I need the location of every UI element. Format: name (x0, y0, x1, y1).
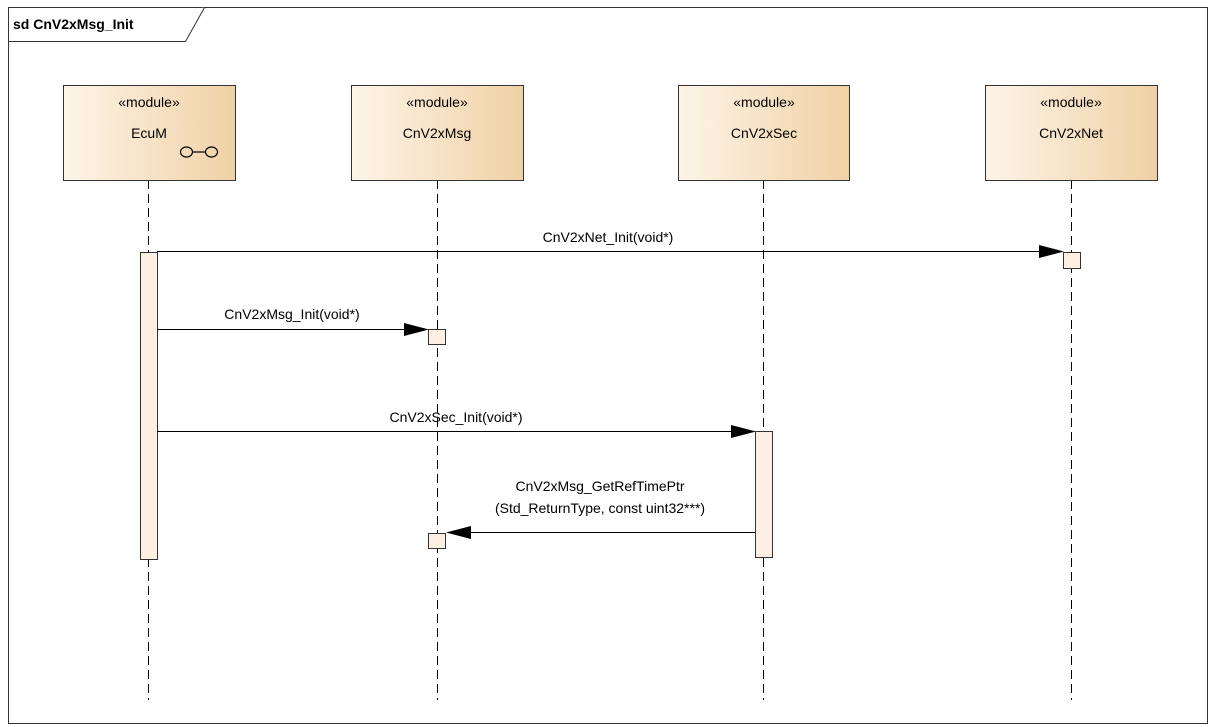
lifeline-cnv2xmsg-head[interactable] (351, 85, 524, 181)
lifeline-cnv2xnet-head[interactable] (985, 85, 1158, 181)
message-label: CnV2xSec_Init(void*) (389, 409, 522, 425)
message-label-line-2: (Std_ReturnType, const uint32***) (495, 500, 705, 516)
lifeline-cnv2xnet-name: CnV2xNet (1039, 125, 1103, 141)
arrowhead-icon (446, 526, 471, 539)
message-cnv2xmsg-init[interactable]: CnV2xMsg_Init(void*) (157, 306, 429, 336)
lifeline-cnv2xsec-stereotype: «module» (733, 94, 795, 110)
lifeline-cnv2xmsg[interactable]: «module» CnV2xMsg (351, 85, 524, 701)
lifeline-cnv2xsec-head[interactable] (678, 85, 850, 181)
arrowhead-icon (1039, 245, 1064, 258)
arrowhead-icon (404, 323, 429, 336)
message-label: CnV2xMsg_Init(void*) (224, 306, 359, 322)
activation-cnv2xmsg-init (428, 329, 446, 345)
message-cnv2xnet-init[interactable]: CnV2xNet_Init(void*) (157, 229, 1064, 258)
lifeline-cnv2xnet[interactable]: «module» CnV2xNet (985, 85, 1158, 701)
subsystem-icon (179, 146, 219, 158)
message-label: CnV2xNet_Init(void*) (543, 229, 674, 245)
message-cnv2xmsg-getreftimeptr[interactable]: CnV2xMsg_GetRefTimePtr (Std_ReturnType, … (446, 478, 755, 539)
lifeline-ecum-name: EcuM (131, 125, 167, 141)
message-cnv2xsec-init[interactable]: CnV2xSec_Init(void*) (157, 409, 756, 438)
activation-cnv2xnet (1063, 252, 1081, 269)
activation-cnv2xsec (755, 431, 773, 558)
lifeline-ecum[interactable]: «module» EcuM (63, 85, 236, 701)
lifeline-cnv2xsec[interactable]: «module» CnV2xSec (678, 85, 850, 701)
activation-ecum (140, 252, 158, 560)
arrowhead-icon (731, 425, 756, 438)
message-label-line-1: CnV2xMsg_GetRefTimePtr (515, 478, 684, 494)
lifeline-cnv2xnet-stereotype: «module» (1040, 94, 1102, 110)
lifeline-ecum-head[interactable] (63, 85, 236, 181)
lifeline-cnv2xmsg-stereotype: «module» (406, 94, 468, 110)
lifeline-ecum-stereotype: «module» (118, 94, 180, 110)
lifeline-cnv2xsec-name: CnV2xSec (731, 125, 797, 141)
frame-title: sd CnV2xMsg_Init (13, 16, 134, 32)
activation-cnv2xmsg-getreftimeptr (428, 533, 446, 549)
lifeline-cnv2xmsg-name: CnV2xMsg (403, 125, 471, 141)
